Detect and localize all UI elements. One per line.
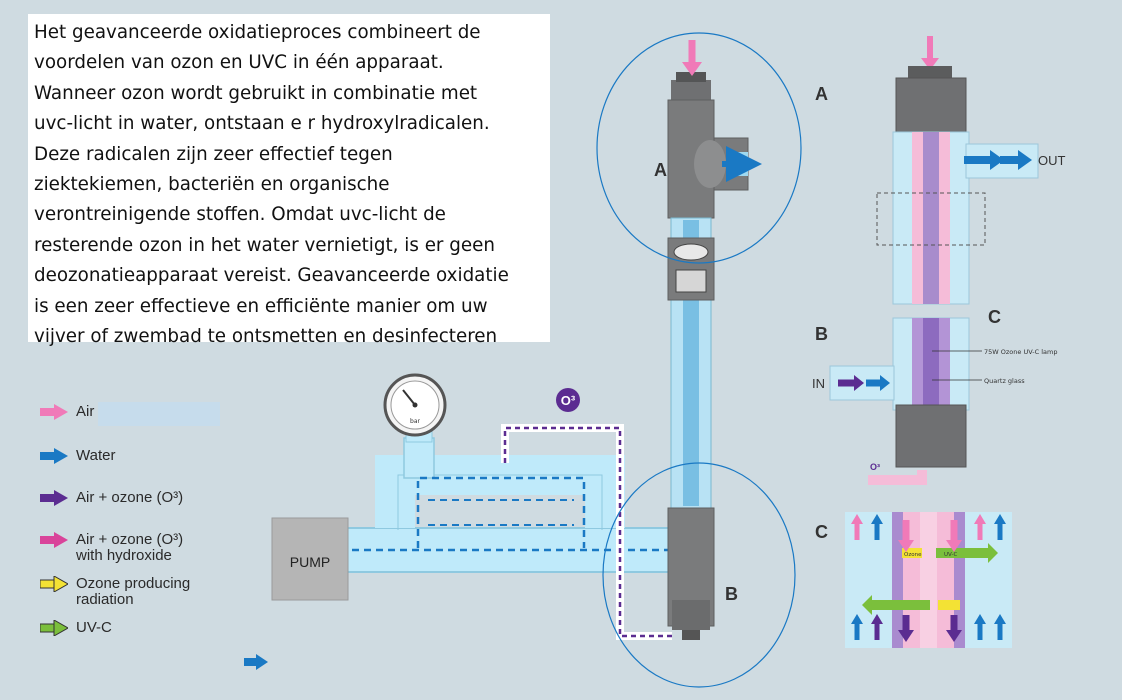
pressure-gauge: bar [383,373,447,443]
ozone-tag: Ozone [904,552,922,558]
legend-label: Ozone producing radiation [76,575,191,608]
legend-label: Air + ozone (O³) [76,489,184,506]
detail-c-marker: C [988,307,1001,327]
intro-line: Het geavanceerde oxidatieproces combinee… [34,22,481,43]
intro-line: resterende ozon in het water vernietigt,… [34,234,495,256]
uvc-tag: UV-C [944,552,957,558]
hydroxide-arrow-icon [40,532,68,548]
air-arrow-icon [40,404,68,420]
detail-b-label: B [815,324,828,344]
decorative-arrow-icon [244,654,268,670]
detail-c: C Ozone UV-C [815,512,1012,648]
pump: PUMP [271,517,349,601]
marker-b: B [725,584,738,604]
ozone-line: O³ [501,388,672,640]
detail-a: A OUT [815,36,1066,305]
lamp-label: 75W Ozone UV-C lamp [984,348,1057,356]
water-arrow-icon [40,448,68,464]
legend-item-hydroxide: Air + ozone (O³) with hydroxide [40,532,183,564]
legend-item-air: Air [40,404,94,420]
legend-label: Air + ozone (O³) with hydroxide [76,531,184,564]
intro-line: vijver of zwembad te ontsmetten en desin… [34,326,498,348]
gauge-unit: bar [410,418,420,425]
intro-line: voordelen van ozon en UVC in één apparaa… [34,52,444,74]
legend-blank-box [98,402,220,426]
detail-a-label: A [815,84,828,104]
legend-item-water: Water [40,448,115,464]
intro-line: is een zeer effectieve en efficiënte man… [34,295,488,317]
ozone-small-label: O³ [870,462,880,472]
quartz-label: Quartz glass [984,377,1025,385]
intro-line: uvc-licht in water, ontstaan e r hydroxy… [34,113,490,135]
highlight-circle-b [602,462,796,688]
intro-text: Het geavanceerde oxidatieproces combinee… [28,14,550,347]
legend-item-radiation: Ozone producing radiation [40,576,190,608]
legend-label: UV-C [76,619,112,636]
pump-label: PUMP [290,554,330,570]
marker-a: A [654,160,667,180]
ozone-badge: O³ [561,393,576,408]
intro-line: Wanneer ozon wordt gebruikt in combinati… [34,82,478,104]
intro-line: verontreinigende stoffen. Omdat uvc-lich… [34,204,446,226]
uvc-arrow-icon [40,620,68,636]
detail-c-label: C [815,522,828,542]
legend-item-uvc: UV-C [40,620,112,636]
intro-line: Deze radicalen zijn zeer effectief tegen [34,143,393,165]
ozone-arrow-icon [40,490,68,506]
in-label: IN [812,376,825,391]
legend-label: Water [76,447,116,464]
uv-unit [667,40,762,640]
legend-label: Air [76,403,95,420]
highlight-circle-a [596,32,802,264]
detail-b: B C IN 75W Ozone UV-C lamp Quartz glass … [812,307,1057,485]
pipework [339,437,700,573]
legend-item-ozone: Air + ozone (O³) [40,490,183,506]
out-label: OUT [1038,153,1066,168]
intro-line: ziektekiemen, bacteriën en organische [34,174,390,196]
intro-line: deozonatieapparaat vereist. Geavanceerde… [34,265,509,287]
radiation-arrow-icon [40,576,68,592]
